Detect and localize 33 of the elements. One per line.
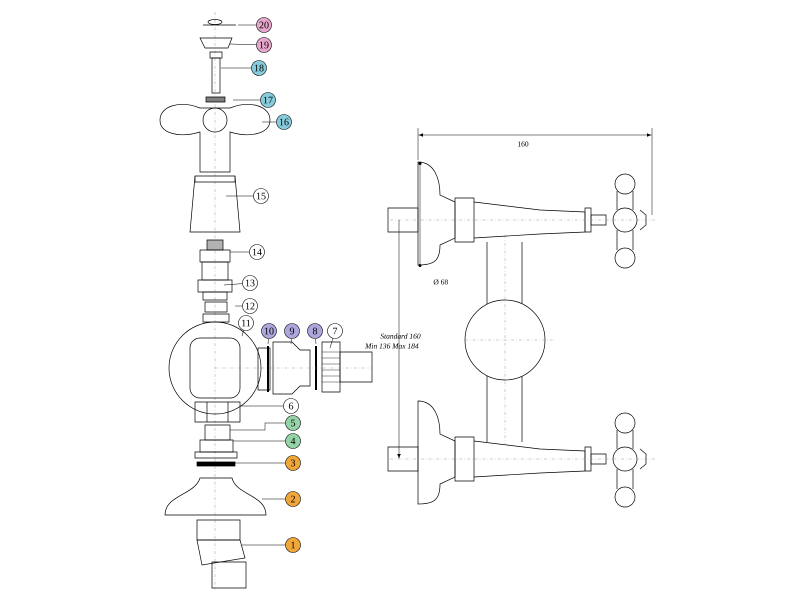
leader-line [234, 462, 286, 464]
leader-line [242, 330, 244, 336]
callout-number: 9 [284, 323, 300, 339]
callout-number: 14 [249, 244, 265, 260]
callout-number: 5 [285, 415, 301, 431]
leader-line [242, 544, 286, 546]
leader-line [290, 338, 292, 344]
callout-number: 2 [285, 491, 301, 507]
leader-line [238, 24, 256, 26]
leader-line [230, 422, 286, 430]
leader-line [230, 44, 256, 46]
callout-number: 3 [285, 455, 301, 471]
callout-number: 18 [251, 60, 267, 76]
callout-number: 7 [327, 323, 343, 339]
leader-line [268, 338, 269, 344]
callout-number: 13 [242, 275, 258, 291]
callout-number: 15 [253, 188, 269, 204]
leader-line [262, 498, 286, 500]
callout-number: 1 [285, 537, 301, 553]
callout-number: 17 [260, 92, 276, 108]
callout-number: 4 [285, 433, 301, 449]
callout-number: 19 [256, 37, 272, 53]
callout-number: 20 [256, 17, 272, 33]
callout-number: 11 [238, 315, 254, 331]
leader-line [330, 338, 334, 348]
leader-line [232, 440, 286, 442]
callout-number: 6 [283, 398, 299, 414]
callout-number: 16 [276, 114, 292, 130]
callout-number: 12 [242, 298, 258, 314]
callout-number: 10 [261, 323, 277, 339]
callout-number: 8 [307, 323, 323, 339]
leader-line [315, 338, 316, 344]
leader-line [224, 283, 242, 286]
